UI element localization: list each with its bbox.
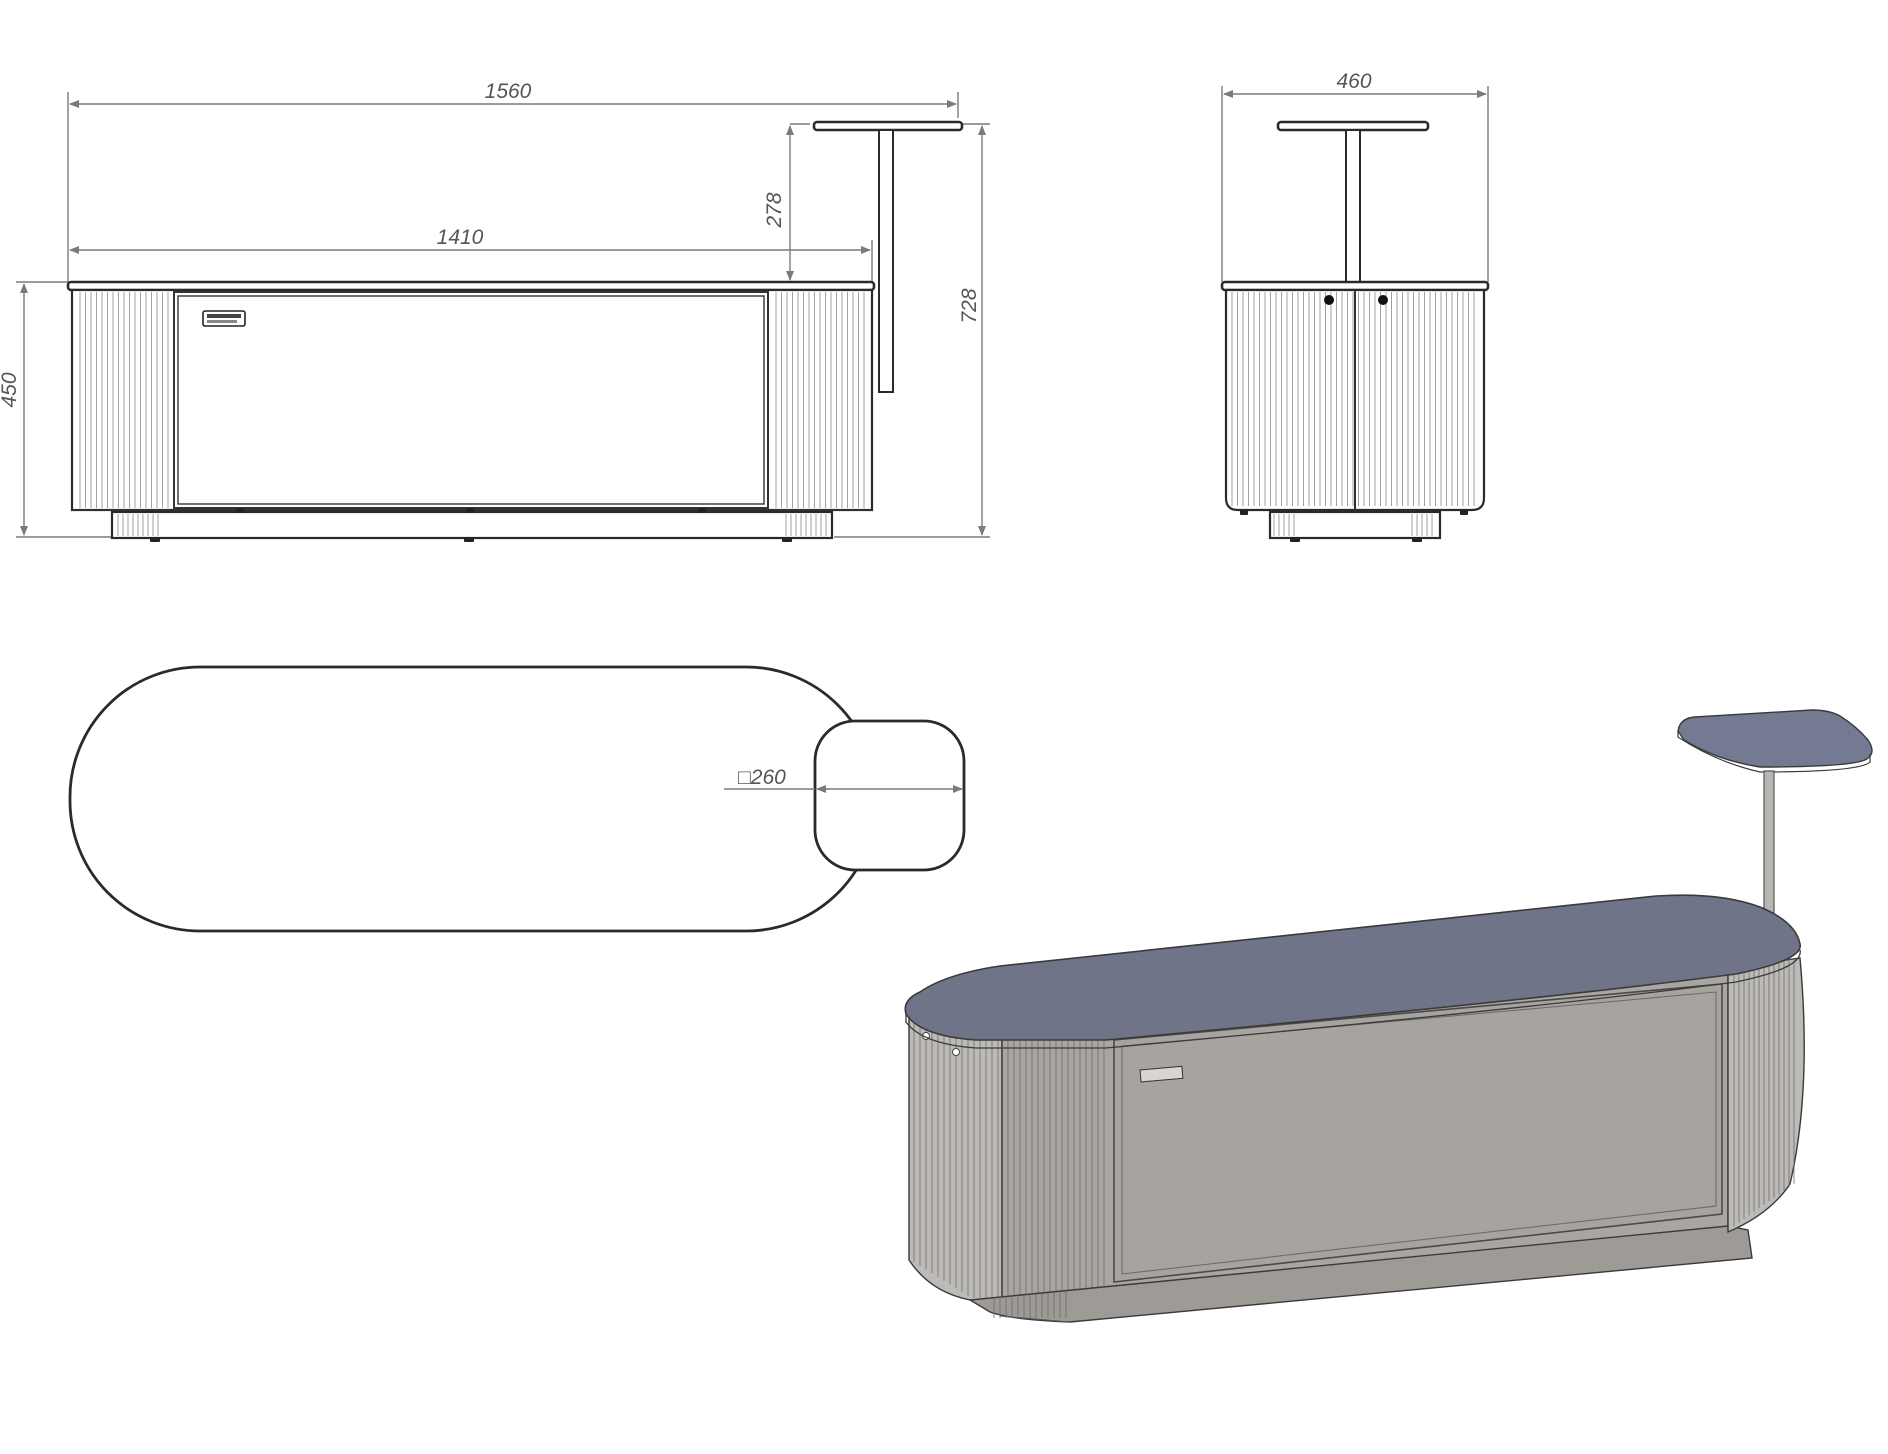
dim-label-1410: 1410 [437, 226, 484, 249]
body-front [70, 288, 874, 512]
plinth-side [1268, 510, 1442, 540]
dimension-body-height: 450 [0, 281, 112, 538]
iso-flutes-front-left [1007, 1021, 1105, 1306]
feet-side [1240, 510, 1468, 542]
fluted-end-left [79, 292, 169, 508]
plan-view: □260 [68, 665, 966, 933]
shelf-top-side [1276, 120, 1430, 132]
iso-shelf-top [1677, 709, 1873, 768]
iso-shelf-post [1763, 770, 1775, 922]
dimension-depth: 460 [1221, 70, 1489, 282]
front-view: 1560 1410 278 728 450 [0, 80, 990, 542]
handle-right [1378, 295, 1388, 305]
top-slab-front [66, 280, 876, 292]
fluted-body-side [1231, 292, 1475, 506]
iso-flutes-right [1733, 958, 1795, 1226]
shelf-top-front [812, 120, 964, 132]
plinth-flutes-left [117, 514, 159, 536]
handle-left [1324, 295, 1334, 305]
plinth-flutes-right [785, 514, 827, 536]
plinth-front [110, 510, 834, 540]
plan-shelf [813, 719, 966, 872]
iso-right-end [1727, 957, 1805, 1234]
dimension-total-length: 1560 [67, 80, 959, 282]
logo-plate-front [202, 310, 246, 327]
iso-door-panel [1113, 983, 1723, 1283]
iso-top-slab [904, 894, 1801, 1041]
plinth-flutes-side [1273, 514, 1433, 536]
shelf-post-front [878, 129, 894, 393]
dimension-shelf-height: 278 [763, 123, 810, 283]
dimension-total-height: 728 [834, 123, 990, 538]
iso-flutes-left [913, 1016, 999, 1298]
top-slab-side [1220, 280, 1490, 292]
dim-label-260: □260 [738, 766, 786, 789]
dim-label-460: 460 [1336, 70, 1371, 93]
plan-top [68, 665, 878, 933]
iso-flutes-plinth [993, 1291, 1067, 1318]
dimension-shelf-size: □260 [724, 766, 963, 793]
dim-label-1560: 1560 [485, 80, 532, 103]
shelf-post-side [1345, 129, 1361, 283]
dim-label-450: 450 [0, 372, 21, 407]
dimension-body-length: 1410 [69, 226, 873, 282]
dim-label-278: 278 [763, 192, 786, 228]
dim-label-728: 728 [958, 288, 981, 323]
isometric-view [904, 709, 1873, 1323]
feet-front [150, 508, 792, 542]
side-view: 460 [1220, 70, 1490, 542]
iso-logo-plate [1139, 1065, 1184, 1083]
fluted-end-right [775, 292, 865, 508]
